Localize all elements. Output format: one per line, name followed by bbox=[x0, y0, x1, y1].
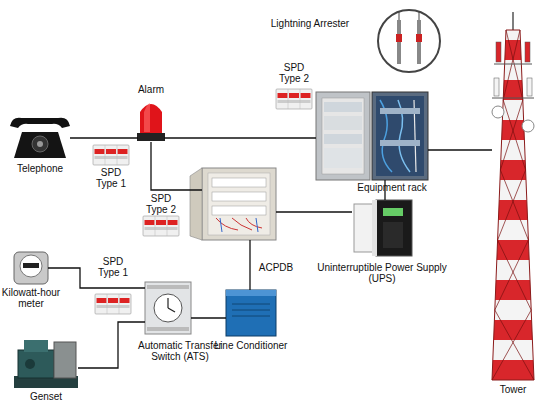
device-label: Lightning Arrester bbox=[250, 18, 370, 29]
device-node: SPD Type 1 bbox=[92, 145, 130, 165]
device-label: Tower bbox=[486, 384, 540, 395]
line-conditioner-illustration bbox=[226, 290, 276, 336]
device-node: Automatic Transfer Switch (ATS) bbox=[145, 282, 191, 334]
device-label: Genset bbox=[16, 391, 76, 402]
device-label: ACPDB bbox=[254, 262, 298, 273]
equipment-rack-illustration bbox=[316, 92, 428, 180]
device-label: Line Conditioner bbox=[206, 340, 296, 351]
device-node: Uninterruptible Power Supply (UPS) bbox=[352, 200, 412, 256]
device-label: Kilowatt-hour meter bbox=[0, 287, 62, 309]
power-wire bbox=[151, 142, 202, 190]
power-wire bbox=[428, 149, 492, 150]
device-node: Telephone bbox=[8, 112, 70, 160]
kwh-meter-illustration bbox=[14, 252, 48, 284]
device-node: Lightning Arrester bbox=[378, 10, 440, 72]
device-node: Alarm bbox=[138, 98, 164, 142]
acpdb-illustration bbox=[190, 168, 276, 240]
power-wire bbox=[384, 180, 385, 200]
genset-illustration bbox=[14, 340, 78, 388]
power-wire bbox=[191, 317, 226, 318]
device-label: SPD Type 2 bbox=[274, 62, 314, 84]
device-label: SPD Type 1 bbox=[92, 256, 134, 278]
tower-illustration bbox=[492, 12, 534, 380]
power-wire bbox=[48, 268, 145, 288]
device-node: Genset bbox=[14, 338, 78, 388]
power-wire bbox=[78, 322, 145, 368]
device-node: Equipment rack bbox=[316, 92, 428, 180]
device-node: Tower bbox=[492, 30, 534, 380]
device-node: SPD Type 2 bbox=[143, 216, 179, 236]
device-node: SPD Type 2 bbox=[276, 88, 312, 110]
device-node: Line Conditioner bbox=[226, 290, 276, 336]
device-label: SPD Type 1 bbox=[90, 167, 132, 189]
spd-illustration bbox=[93, 89, 312, 314]
device-label: SPD Type 2 bbox=[140, 193, 182, 215]
device-node: Kilowatt-hour meter bbox=[14, 252, 48, 284]
device-label: Uninterruptible Power Supply (UPS) bbox=[312, 262, 452, 284]
lightning-arrester-illustration bbox=[378, 10, 440, 72]
ups-illustration bbox=[354, 200, 412, 256]
device-node: ACPDB bbox=[202, 168, 276, 240]
ats-illustration bbox=[145, 282, 191, 334]
power-wire bbox=[164, 137, 316, 138]
device-label: Telephone bbox=[5, 163, 75, 174]
telephone-illustration bbox=[10, 118, 70, 158]
device-label: Alarm bbox=[126, 84, 176, 95]
device-label: Equipment rack bbox=[352, 182, 432, 193]
power-wire bbox=[70, 137, 138, 138]
power-wire bbox=[276, 211, 352, 212]
device-node: SPD Type 1 bbox=[95, 294, 131, 314]
alarm-illustration bbox=[137, 103, 165, 141]
power-wire bbox=[249, 240, 250, 290]
